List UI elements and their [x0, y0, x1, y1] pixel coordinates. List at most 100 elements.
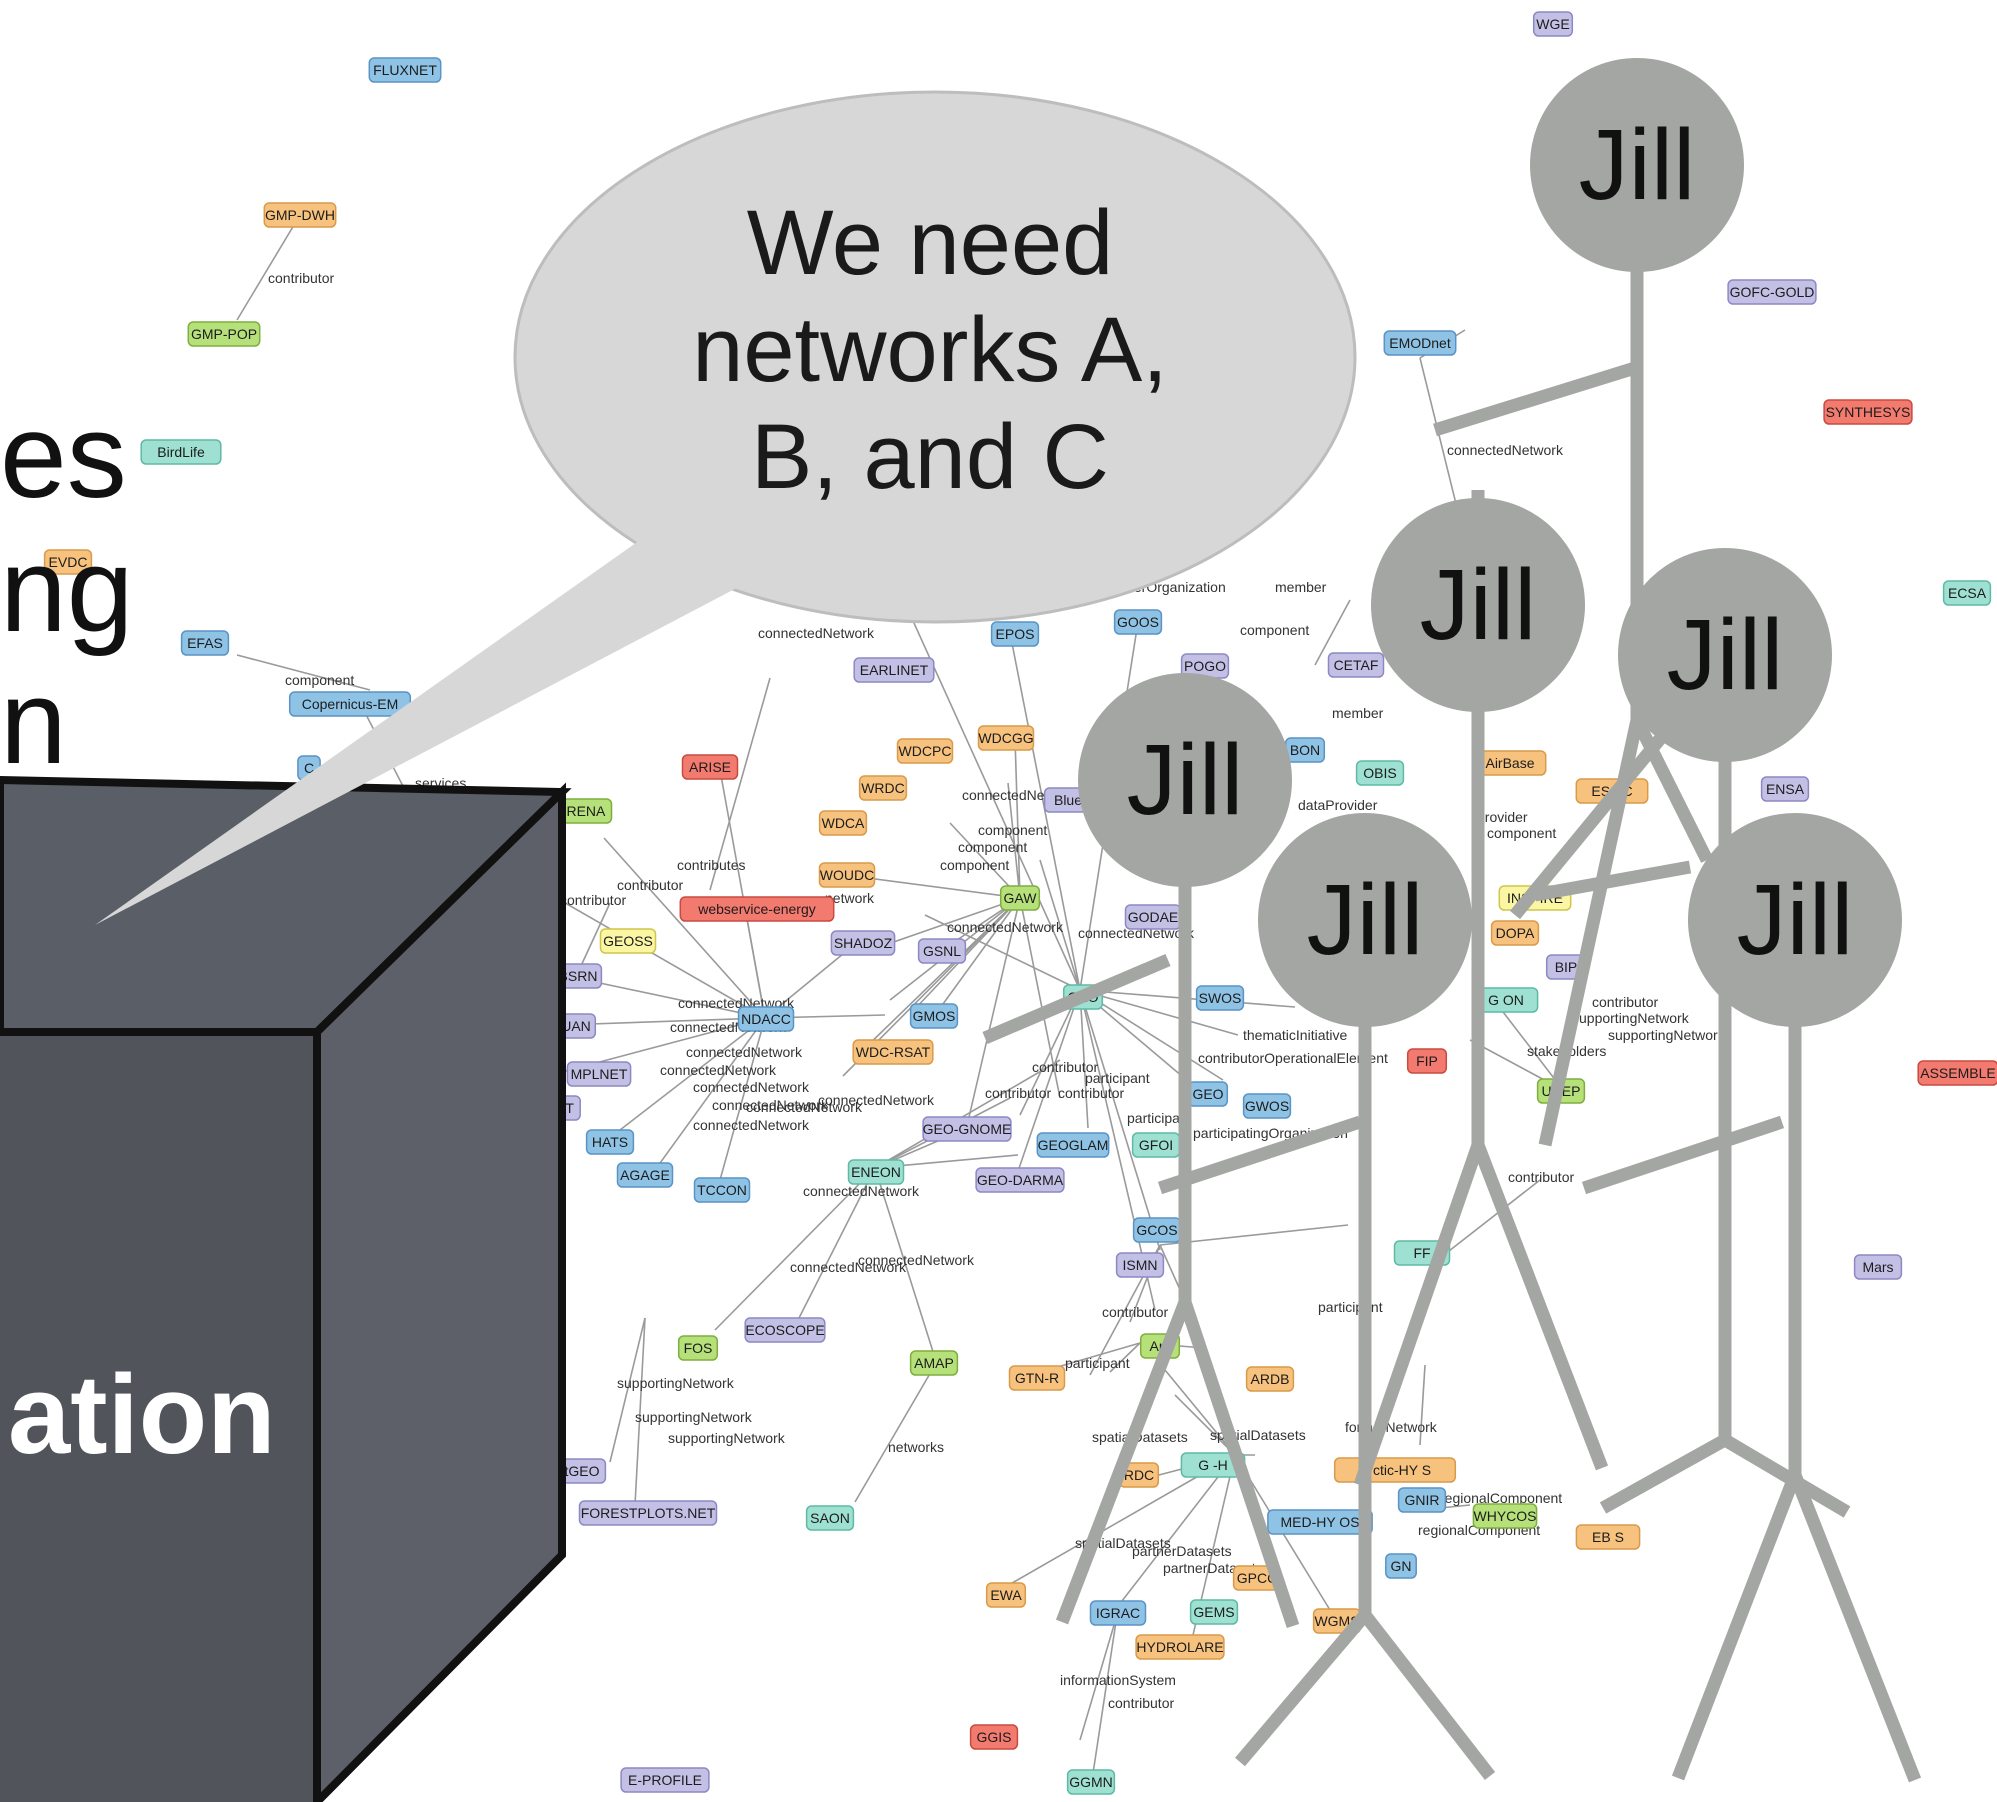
- graph-node-label: GNIR: [1405, 1492, 1440, 1508]
- graph-node-label: GOOS: [1117, 614, 1159, 630]
- edge-label: connectedNetwork: [712, 1097, 829, 1113]
- graph-node-box: [1189, 1599, 1239, 1625]
- edge-labels: contributor component services member co…: [268, 270, 1726, 1711]
- graph-node-label: ARDB: [1251, 1371, 1290, 1387]
- graph-node: GEO-DARMA: [975, 1167, 1065, 1193]
- graph-node-label: GEO: [1192, 1086, 1223, 1102]
- graph-node-box: [1917, 1060, 1997, 1086]
- graph-node-label: WDCPC: [899, 743, 952, 759]
- graph-node-label: EWA: [990, 1587, 1022, 1603]
- graph-node: FIP: [1406, 1048, 1448, 1074]
- graph-node-label: GMP-DWH: [265, 207, 335, 223]
- graph-node: EARLINET: [853, 657, 935, 683]
- edge-label: participant: [1318, 1299, 1383, 1315]
- graph-node: ARISE: [681, 754, 739, 780]
- graph-node-label: GEOGLAM: [1038, 1137, 1109, 1153]
- graph-node-box: [1008, 1365, 1066, 1391]
- graph-node-box: [1135, 1634, 1225, 1660]
- graph-node: MPLNET: [566, 1061, 632, 1087]
- graph-node-label: AGAGE: [620, 1167, 670, 1183]
- graph-node-label: POGO: [1184, 658, 1226, 674]
- graph-node: GGIS: [969, 1724, 1019, 1750]
- graph-node-box: [744, 1317, 826, 1343]
- graph-node-box: [1355, 760, 1405, 786]
- edge-label: connectedNetwork: [693, 1079, 810, 1095]
- graph-node: IGRAC: [1089, 1600, 1147, 1626]
- graph-node: HATS: [585, 1129, 635, 1155]
- graph-node-box: [1760, 776, 1810, 802]
- graph-node: IRENA: [555, 798, 613, 824]
- edge-label: network: [825, 890, 875, 906]
- graph-node: BON: [1284, 737, 1326, 763]
- graph-node-box: [1575, 1524, 1641, 1550]
- graph-node-box: [909, 1350, 959, 1376]
- graph-node-label: Copernicus-EM: [302, 696, 398, 712]
- graph-node-label: BIP: [1555, 959, 1578, 975]
- edge-label: informationSystem: [1060, 1672, 1176, 1688]
- graph-node-label: ENSA: [1766, 781, 1805, 797]
- graph-node: SHADOZ: [830, 930, 896, 956]
- graph-node: CETAF: [1327, 652, 1385, 678]
- node-layer: FLUXNETWGEGMP-DWHGMP-POPBirdLifeEVDCEFAS…: [43, 11, 1997, 1795]
- graph-node: GODAE: [1124, 904, 1182, 930]
- graph-node-label: WGE: [1536, 16, 1569, 32]
- graph-node-box: [990, 621, 1040, 647]
- graph-node-label: BON: [1290, 742, 1320, 758]
- graph-node: ENSA: [1760, 776, 1810, 802]
- graph-node: Mars: [1853, 1254, 1903, 1280]
- graph-node-label: GEO-DARMA: [977, 1172, 1064, 1188]
- edge-label: component: [1487, 825, 1556, 841]
- graph-node: GOFC-GOLD: [1727, 279, 1817, 305]
- graph-node-box: [830, 930, 896, 956]
- graph-node-label: GN: [1391, 1558, 1412, 1574]
- edge-label: contributor: [1102, 1304, 1168, 1320]
- graph-node: GN: [1385, 1553, 1417, 1579]
- edge-label: contributor: [1032, 1059, 1098, 1075]
- graph-node: FLUXNET: [368, 57, 442, 83]
- graph-node-label: EB S: [1592, 1529, 1624, 1545]
- graph-node-box: [1327, 652, 1385, 678]
- graph-node-box: [140, 439, 222, 465]
- graph-node: AMAP: [909, 1350, 959, 1376]
- edge-label: contributor: [560, 892, 626, 908]
- graph-node-label: GEOSS: [603, 933, 653, 949]
- graph-node: HYDROLARE: [1135, 1634, 1225, 1660]
- jill-label: Jill: [1306, 864, 1424, 976]
- graph-node-box: [693, 1177, 751, 1203]
- graph-node: GWOS: [1242, 1093, 1292, 1119]
- jill-head: [1258, 813, 1472, 1027]
- graph-node: GMP-DWH: [263, 202, 337, 228]
- graph-node-box: [847, 1159, 905, 1185]
- edge-label: participant: [1065, 1355, 1130, 1371]
- edge-label: contributorOperationalElement: [1198, 1050, 1388, 1066]
- jill-label: Jill: [1126, 724, 1244, 836]
- graph-node: ENEON: [847, 1159, 905, 1185]
- graph-node-label: ECOSCOPE: [745, 1322, 824, 1338]
- graph-node-label: G ON: [1488, 992, 1524, 1008]
- graph-node: GMP-POP: [187, 321, 261, 347]
- graph-node-box: [187, 321, 261, 347]
- graph-node-label: AirBase: [1485, 755, 1534, 771]
- graph-node-label: FORESTPLOTS.NET: [581, 1505, 716, 1521]
- edge-label: supportingNetwork: [1572, 1010, 1690, 1026]
- graph-node: EFAS: [180, 630, 230, 656]
- graph-node-label: SYNTHESYS: [1826, 404, 1911, 420]
- graph-node: EWA: [985, 1582, 1027, 1608]
- graph-node-box: [1490, 920, 1540, 946]
- edge-label: participant: [1127, 1110, 1192, 1126]
- graph-node: GSNL: [917, 938, 967, 964]
- graph-node: FORESTPLOTS.NET: [578, 1500, 718, 1526]
- jill-head: [1530, 58, 1744, 272]
- graph-node-label: RDC: [1124, 1467, 1154, 1483]
- graph-node-box: [1406, 1048, 1448, 1074]
- graph-node-label: HATS: [592, 1134, 628, 1150]
- jill-label: Jill: [1578, 109, 1696, 221]
- edge-label: connectedNetwork: [746, 1099, 863, 1115]
- graph-node-box: [1242, 1093, 1292, 1119]
- graph-node-label: EVDC: [49, 554, 88, 570]
- graph-node: Copernicus-EM: [288, 691, 412, 717]
- graph-node-label: GMP-POP: [191, 326, 257, 342]
- graph-node-label: GPCC: [1237, 1570, 1277, 1586]
- edge-label: connectedNetwork: [790, 1259, 907, 1275]
- jill-head: [1618, 548, 1832, 762]
